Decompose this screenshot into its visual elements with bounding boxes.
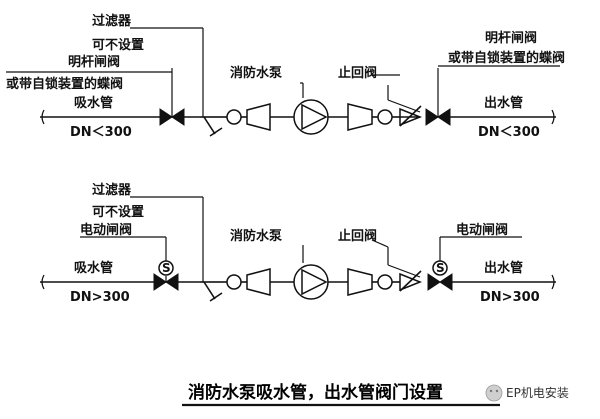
top-inlet-gate-valve bbox=[159, 68, 185, 126]
top-suction-label: 吸水管 bbox=[74, 95, 113, 111]
top-check-valve bbox=[387, 85, 423, 127]
bottom-suction-label: 吸水管 bbox=[74, 260, 113, 276]
top-check-valve-label: 止回阀 bbox=[338, 65, 377, 81]
bottom-outlet-actuator-symbol: S bbox=[436, 261, 445, 275]
top-outlet-reducer bbox=[347, 103, 373, 131]
watermark-text: EP机电安装 bbox=[506, 385, 569, 400]
watermark: EP机电安装 bbox=[485, 384, 569, 402]
top-flexible-joint bbox=[226, 109, 242, 125]
bottom-check-valve bbox=[387, 247, 423, 292]
top-diagram: 过滤器 可不设置 明杆闸阀 或带自锁装置的蝶阀 吸水管 DN＜300 消防水泵 … bbox=[6, 13, 565, 140]
bottom-inlet-electric-valve: S bbox=[153, 237, 179, 291]
bottom-diagram: S S bbox=[40, 182, 556, 305]
top-suction-dn: DN＜300 bbox=[70, 125, 132, 140]
top-inlet-valve-label-2: 或带自锁装置的蝶阀 bbox=[6, 76, 123, 92]
bottom-inlet-valve-label: 电动闸阀 bbox=[80, 222, 132, 238]
top-inlet-valve-label-1: 明杆闸阀 bbox=[68, 54, 120, 70]
bottom-inlet-reducer bbox=[246, 268, 271, 296]
top-outlet-valve-label-1: 明杆闸阀 bbox=[485, 30, 537, 46]
top-outlet-flexible-joint bbox=[377, 109, 393, 125]
bottom-discharge-dn: DN>300 bbox=[480, 290, 540, 305]
bottom-pump-label: 消防水泵 bbox=[230, 228, 282, 244]
diagram-caption: 消防水泵吸水管，出水管阀门设置 bbox=[188, 382, 443, 403]
wechat-icon bbox=[485, 384, 503, 402]
bottom-inlet-actuator-symbol: S bbox=[162, 261, 171, 275]
top-pump-label: 消防水泵 bbox=[230, 65, 282, 81]
bottom-outlet-valve-label: 电动闸阀 bbox=[456, 222, 508, 238]
top-optional-label: 可不设置 bbox=[92, 38, 144, 53]
top-outlet-gate-valve bbox=[425, 68, 451, 126]
bottom-outlet-reducer bbox=[347, 268, 373, 296]
top-filter bbox=[200, 28, 223, 137]
bottom-flexible-joint bbox=[226, 274, 242, 290]
bottom-outlet-flexible-joint bbox=[377, 274, 393, 290]
bottom-filter-label: 过滤器 bbox=[92, 182, 132, 198]
top-filter-label: 过滤器 bbox=[92, 13, 132, 29]
top-pipe-break-left bbox=[41, 109, 45, 125]
top-inlet-reducer bbox=[246, 103, 271, 131]
top-discharge-label: 出水管 bbox=[484, 95, 523, 111]
top-discharge-dn: DN＜300 bbox=[478, 125, 540, 140]
bottom-check-valve-label: 止回阀 bbox=[338, 228, 377, 244]
bottom-outlet-electric-valve: S bbox=[427, 237, 453, 291]
bottom-suction-dn: DN>300 bbox=[70, 290, 130, 305]
bottom-filter bbox=[200, 197, 223, 302]
bottom-pipe-break-left bbox=[41, 274, 45, 290]
bottom-optional-label: 可不设置 bbox=[92, 205, 144, 220]
top-outlet-valve-label-2: 或带自锁装置的蝶阀 bbox=[448, 50, 565, 66]
bottom-discharge-label: 出水管 bbox=[484, 260, 523, 276]
